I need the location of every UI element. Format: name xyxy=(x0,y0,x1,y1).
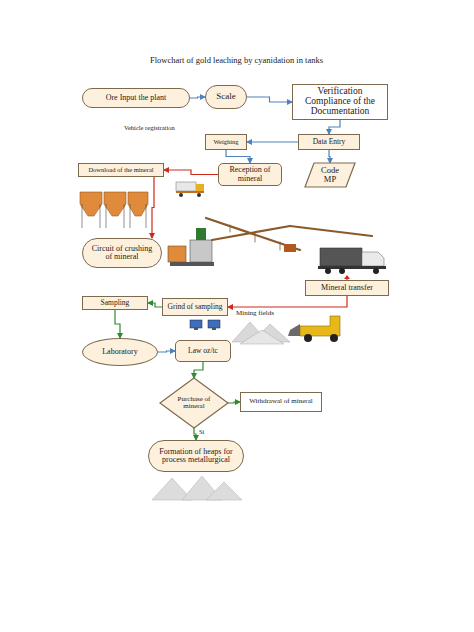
node-text: Withdrawal of mineral xyxy=(249,398,312,405)
process-box: Mineral transfer xyxy=(305,280,389,296)
data-parallelogram: Code MP xyxy=(305,163,355,187)
process-box: Weighing xyxy=(205,134,247,150)
note-label: Mining fields xyxy=(236,310,274,318)
flow-arrow xyxy=(247,141,298,142)
process-box: Verification Compliance of the Documenta… xyxy=(292,84,388,120)
node-text: Data Entry xyxy=(313,138,346,146)
flow-arrow xyxy=(228,402,240,403)
conveyor xyxy=(206,218,372,252)
node-text: Code MP xyxy=(314,166,346,184)
dump-truck xyxy=(318,248,386,274)
process-box: Withdrawal of mineral xyxy=(240,392,322,412)
process-box: Data Entry xyxy=(298,134,360,150)
truck-icon xyxy=(176,182,204,197)
flow-arrow xyxy=(194,362,203,378)
flow-arrow xyxy=(152,177,154,238)
end-box: Formation of heaps for process metallurg… xyxy=(148,440,244,472)
process-box: Circuit of crushing of mineral xyxy=(82,238,162,268)
flow-arrow xyxy=(158,351,175,352)
node-text: Law oz/tc xyxy=(188,347,218,355)
node-text: Purchase of mineral xyxy=(173,396,215,411)
node-text: Laboratory xyxy=(102,348,138,356)
flow-arrow xyxy=(190,97,205,98)
title: Flowchart of gold leaching by cyanidatio… xyxy=(150,56,323,65)
node-text: Reception of mineral xyxy=(223,166,277,183)
decision-diamond: Purchase of mineral xyxy=(160,378,228,428)
computers xyxy=(190,320,220,330)
process-box: Scale xyxy=(205,85,247,109)
node-text: Mineral transfer xyxy=(321,284,373,292)
loader xyxy=(288,316,340,342)
start-box: Ore Input the plant xyxy=(82,88,190,108)
node-text: Download of the mineral xyxy=(88,167,153,174)
flow-arrow xyxy=(148,303,162,307)
crusher xyxy=(168,228,214,266)
flow-arrow xyxy=(164,170,218,175)
process-box: Law oz/tc xyxy=(175,340,231,362)
process-box: Sampling xyxy=(82,296,148,310)
flow-arrow xyxy=(329,150,330,163)
process-box: Reception of mineral xyxy=(218,163,282,186)
ore-piles xyxy=(232,322,290,344)
hoppers xyxy=(80,192,148,228)
flow-arrow xyxy=(329,120,340,134)
process-box: Download of the mineral xyxy=(78,163,164,177)
node-text: Circuit of crushing of mineral xyxy=(91,245,153,262)
node-text: Ore Input the plant xyxy=(106,94,167,102)
flow-arrow xyxy=(194,428,196,440)
note-label: Vehicle registration xyxy=(124,124,175,131)
flow-arrow xyxy=(115,310,120,338)
process-box: Grind of sampling xyxy=(162,298,228,316)
node-text: Scale xyxy=(216,92,236,101)
edge-label: Si xyxy=(199,428,204,435)
flow-arrow xyxy=(226,150,250,163)
flow-arrow xyxy=(247,97,292,102)
process-ellipse: Laboratory xyxy=(82,338,158,366)
node-text: Weighing xyxy=(213,139,238,146)
heap-piles xyxy=(152,476,242,500)
node-text: Formation of heaps for process metallurg… xyxy=(157,448,235,465)
node-text: Grind of sampling xyxy=(168,303,223,311)
node-text: Verification Compliance of the Documenta… xyxy=(297,87,383,117)
flow-arrow xyxy=(228,296,347,307)
node-text: Sampling xyxy=(101,299,130,307)
